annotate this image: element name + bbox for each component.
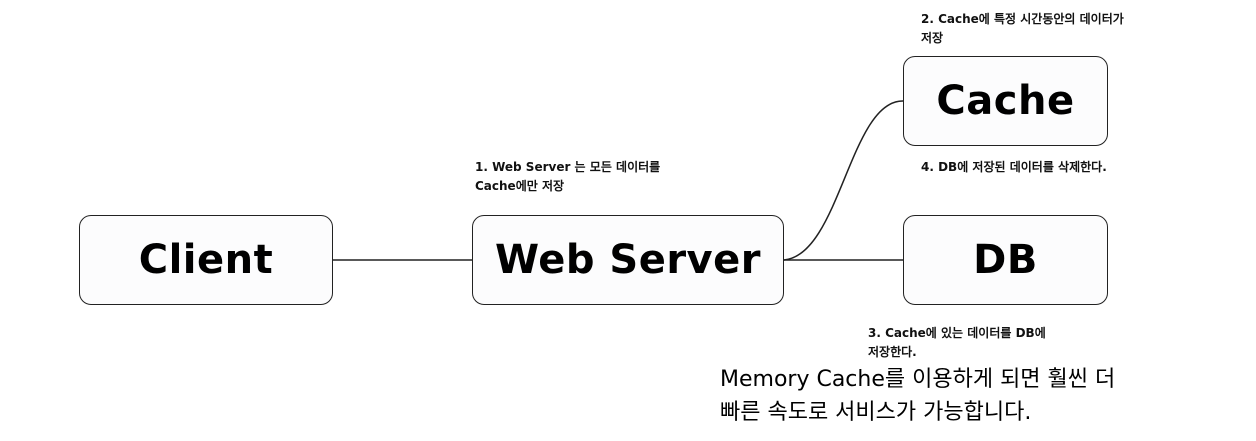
step-1-line-2: Cache에만 저장 [475, 179, 565, 193]
cache-label: Cache [936, 78, 1075, 124]
step-2-line-2: 저장 [921, 31, 944, 45]
step-4-line-1: 4. DB에 저장된 데이터를 삭제한다. [921, 160, 1107, 174]
client-label: Client [138, 237, 274, 283]
step-3-line-2: 저장한다. [868, 345, 917, 359]
step-4-annotation: 4. DB에 저장된 데이터를 삭제한다. [921, 158, 1221, 177]
web-server-label: Web Server [495, 237, 761, 283]
summary-line-2: 빠른 속도로 서비스가 가능합니다. [720, 400, 1032, 425]
db-label: DB [973, 237, 1038, 283]
step-1-line-1: 1. Web Server 는 모든 데이터를 [475, 160, 661, 174]
step-2-line-1: 2. Cache에 특정 시간동안의 데이터가 [921, 12, 1124, 26]
summary-text: Memory Cache를 이용하게 되면 훨씬 더 빠른 속도로 서비스가 가… [720, 363, 1240, 429]
web-server-node: Web Server [472, 215, 784, 305]
step-3-line-1: 3. Cache에 있는 데이터를 DB에 [868, 326, 1046, 340]
step-3-annotation: 3. Cache에 있는 데이터를 DB에 저장한다. [868, 324, 1118, 362]
cache-node: Cache [903, 56, 1108, 146]
step-2-annotation: 2. Cache에 특정 시간동안의 데이터가 저장 [921, 10, 1221, 48]
client-node: Client [79, 215, 333, 305]
step-1-annotation: 1. Web Server 는 모든 데이터를 Cache에만 저장 [475, 158, 775, 196]
connector-webserver-cache [783, 100, 904, 261]
db-node: DB [903, 215, 1108, 305]
summary-line-1: Memory Cache를 이용하게 되면 훨씬 더 [720, 367, 1116, 392]
